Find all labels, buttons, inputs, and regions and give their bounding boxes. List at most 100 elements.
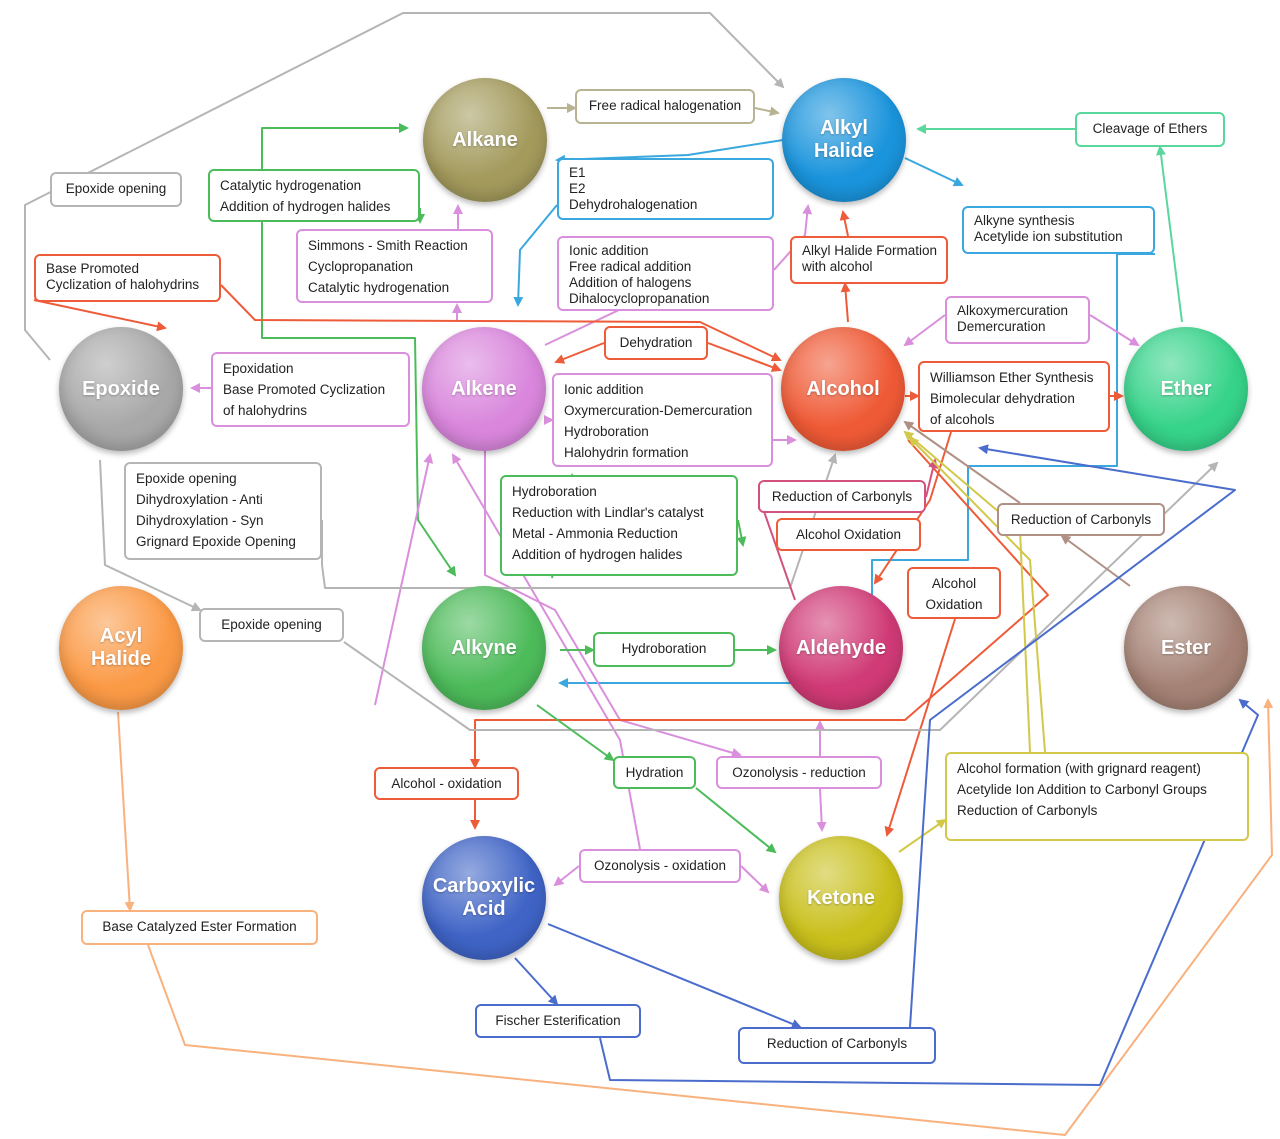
node-label-ether: Ether — [1160, 377, 1212, 400]
label-line: Hydration — [625, 765, 684, 780]
node-epoxide[interactable]: Epoxide — [59, 327, 183, 451]
arrow-pink-26 — [553, 865, 580, 887]
node-label-alkyl-halide: Alkyl Halide — [813, 117, 875, 162]
label-line: Ozonolysis - oxidation — [593, 858, 727, 873]
label-line: Metal - Ammonia Reduction — [512, 526, 678, 541]
label-line: Dihydroxylation - Syn — [136, 513, 264, 528]
label-reduction-of-carbonyls-c: Reduction of Carbonyls — [738, 1027, 936, 1064]
label-line: Addition of halogens — [569, 275, 692, 290]
label-line: Acetylide Ion Addition to Carbonyl Group… — [957, 782, 1207, 797]
arrow-red-37 — [884, 618, 956, 837]
arrow-blue-5 — [904, 157, 964, 187]
label-line: Reduction of Carbonyls — [766, 1036, 908, 1051]
arrow-red-36 — [873, 431, 952, 585]
node-label-ketone: Ketone — [807, 886, 875, 909]
label-line: Dehydrohalogenation — [569, 197, 698, 212]
label-free-radical-halogenation: Free radical halogenation — [575, 89, 755, 124]
node-label-alcohol: Alcohol — [806, 377, 880, 400]
arrow-navy-57 — [909, 444, 1236, 1028]
label-line: Addition of hydrogen halides — [220, 199, 391, 214]
label-line: Cleavage of Ethers — [1092, 121, 1208, 136]
node-label-alkene: Alkene — [451, 377, 517, 400]
label-line: Dihalocyclopropanation — [569, 291, 710, 306]
label-line: Alkyne synthesis — [974, 213, 1075, 228]
label-line: Cyclization of halohydrins — [46, 277, 200, 292]
arrow-green-11 — [261, 222, 457, 577]
arrow-pink-15 — [773, 204, 813, 271]
arrow-green-9 — [261, 123, 409, 169]
label-line: Reduction of Carbonyls — [771, 489, 913, 504]
arrow-pink-21 — [484, 450, 742, 758]
node-alkyne[interactable]: Alkyne — [422, 586, 546, 710]
arrow-red-30 — [840, 282, 851, 323]
label-line: Ozonolysis - reduction — [732, 765, 866, 780]
arrow-red-38 — [470, 439, 1049, 769]
arrow-magenta-50 — [925, 458, 938, 498]
node-acyl-halide[interactable]: Acyl Halide — [59, 586, 183, 710]
node-alkene[interactable]: Alkene — [422, 327, 546, 451]
label-line: Cyclopropanation — [308, 259, 414, 274]
arrow-blue-8 — [513, 204, 558, 307]
label-ozonolysis-reduction: Ozonolysis - reduction — [716, 756, 882, 789]
arrow-navy-58 — [514, 957, 559, 1006]
arrow-olive-2 — [754, 106, 780, 117]
node-label-carboxylic-acid: Carboxylic Acid — [432, 875, 536, 920]
label-ozonolysis-oxidation: Ozonolysis - oxidation — [579, 849, 741, 883]
label-line: Epoxide opening — [65, 181, 167, 196]
label-line: Base Catalyzed Ester Formation — [102, 919, 297, 934]
node-label-alkyne: Alkyne — [451, 636, 517, 659]
arrow-brown-52 — [903, 420, 1021, 504]
label-line: Alcohol - oxidation — [391, 776, 502, 791]
label-line: Hydroboration — [512, 484, 597, 499]
label-line: Addition of hydrogen halides — [512, 547, 683, 562]
label-line: E2 — [569, 181, 586, 196]
node-alcohol[interactable]: Alcohol — [781, 327, 905, 451]
label-hydration: Hydration — [613, 756, 696, 789]
arrow-gray-42 — [343, 461, 1219, 731]
arrow-orange-61 — [147, 698, 1274, 1136]
node-label-ester: Ester — [1160, 636, 1212, 659]
label-line: Reduction of Carbonyls — [957, 803, 1098, 818]
node-alkyl-halide[interactable]: Alkyl Halide — [782, 78, 906, 202]
label-line: Base Promoted — [46, 261, 140, 276]
label-line: Alcohol — [931, 576, 977, 591]
arrow-pink-25 — [374, 453, 434, 706]
node-label-aldehyde: Aldehyde — [795, 636, 887, 659]
node-ketone[interactable]: Ketone — [779, 836, 903, 960]
label-line: of alcohols — [930, 412, 995, 427]
label-line: Acetylide ion substitution — [974, 229, 1123, 244]
arrow-teal-4 — [1156, 145, 1183, 323]
label-line: Epoxide opening — [136, 471, 237, 486]
node-carboxylic-acid[interactable]: Carboxylic Acid — [422, 836, 546, 960]
arrow-red-31 — [839, 210, 850, 237]
label-line: Alkyl Halide Formation — [802, 243, 938, 258]
node-ester[interactable]: Ester — [1124, 586, 1248, 710]
label-line: Oxidation — [925, 597, 983, 612]
node-ether[interactable]: Ether — [1124, 327, 1248, 451]
label-line: Grignard Epoxide Opening — [136, 534, 296, 549]
arrow-green-44 — [736, 519, 747, 547]
label-hydroboration: Hydroboration — [593, 632, 735, 667]
arrow-gray-40 — [99, 459, 202, 612]
label-line: Hydroboration — [564, 424, 649, 439]
label-line: Ionic addition — [569, 243, 649, 258]
arrow-gray-0 — [24, 12, 785, 361]
node-aldehyde[interactable]: Aldehyde — [779, 586, 903, 710]
label-line: Reduction with Lindlar's catalyst — [512, 505, 704, 520]
node-label-epoxide: Epoxide — [82, 377, 160, 400]
node-alkane[interactable]: Alkane — [423, 78, 547, 202]
label-line: Simmons - Smith Reaction — [308, 238, 468, 253]
label-dehydration: Dehydration — [604, 326, 708, 360]
label-line: Demercuration — [957, 319, 1046, 334]
